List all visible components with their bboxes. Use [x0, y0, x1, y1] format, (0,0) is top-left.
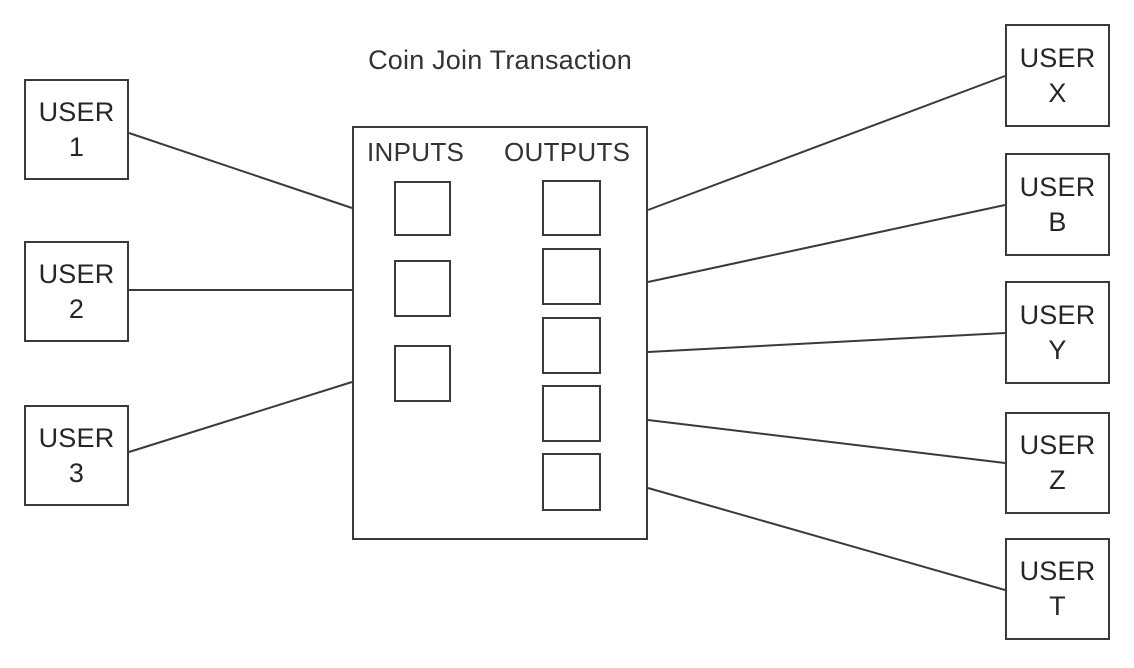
diagram-title: Coin Join Transaction [368, 45, 632, 75]
user-box-1[interactable]: USER 1 [24, 79, 129, 180]
output-slot-2 [542, 248, 601, 305]
user-box-t[interactable]: USER T [1005, 538, 1110, 640]
user-identifier: B [1048, 206, 1067, 237]
output-slot-3 [542, 317, 601, 374]
user-identifier: Z [1049, 465, 1066, 495]
user-identifier: 1 [68, 131, 85, 162]
inputs-heading: INPUTS [367, 137, 465, 167]
user-label-word: USER [1019, 171, 1096, 202]
user-box-z[interactable]: USER Z [1005, 412, 1110, 514]
edge-outputs-to-user-b [647, 204, 1006, 283]
user-label-word: USER [38, 258, 115, 289]
user-identifier: T [1049, 591, 1066, 621]
input-slot-2 [394, 260, 451, 317]
user-box-3[interactable]: USER 3 [24, 405, 129, 506]
edge-outputs-to-user-t [647, 487, 1006, 591]
user-identifier: X [1048, 77, 1067, 108]
user-box-x[interactable]: USER X [1005, 24, 1110, 127]
user-label-word: USER [38, 96, 115, 127]
user-label-word: USER [38, 422, 115, 453]
user-label-word: USER [1019, 299, 1096, 330]
user-box-2[interactable]: USER 2 [24, 241, 129, 342]
user-box-y[interactable]: USER Y [1005, 281, 1110, 384]
edge-user-3-to-inputs [128, 381, 353, 453]
edge-user-1-to-inputs [128, 132, 353, 209]
user-identifier: 2 [68, 293, 85, 324]
edge-outputs-to-user-z [647, 419, 1006, 464]
edge-outputs-to-user-y [647, 332, 1006, 353]
user-identifier: 3 [68, 457, 85, 488]
output-slot-4 [542, 385, 601, 442]
user-label-word: USER [1019, 42, 1096, 73]
input-slot-3 [394, 345, 451, 402]
outputs-heading: OUTPUTS [504, 137, 631, 167]
edge-outputs-to-user-x [647, 75, 1006, 211]
output-slot-5 [542, 453, 601, 511]
user-box-b[interactable]: USER B [1005, 153, 1110, 256]
user-identifier: Y [1048, 334, 1067, 365]
output-slot-1 [542, 180, 601, 236]
user-label-word: USER [1019, 556, 1096, 587]
input-slot-1 [394, 181, 451, 236]
user-label-word: USER [1019, 430, 1096, 461]
